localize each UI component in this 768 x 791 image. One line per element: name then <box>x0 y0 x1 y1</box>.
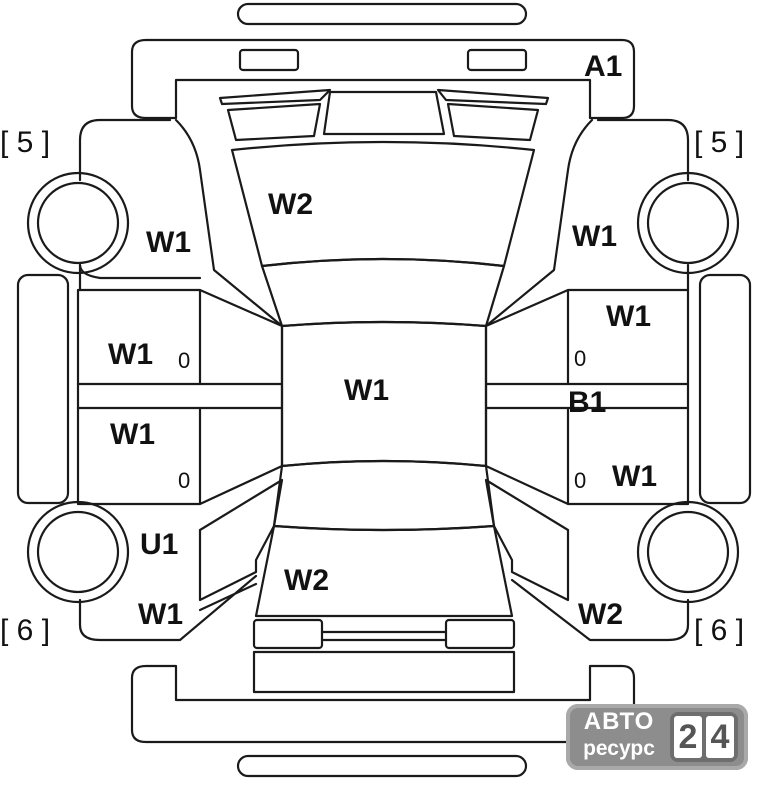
logo-text: АВТО ресурс <box>574 708 664 760</box>
label-quarter-right: W2 <box>578 598 623 631</box>
left-rear-quarter <box>78 478 284 642</box>
label-door-front-left: W1 <box>108 338 153 371</box>
wheel-front-left <box>26 171 130 275</box>
label-roof: W1 <box>344 374 389 407</box>
bracket-rear-left: [ 6 ] <box>0 614 50 647</box>
body-outline <box>78 118 690 328</box>
bracket-rear-right: [ 6 ] <box>694 614 744 647</box>
logo-line2: ресурс <box>583 737 655 760</box>
left-front-quarter <box>78 263 202 280</box>
side-skirt-right <box>698 273 752 505</box>
handle-front-right: 0 <box>574 346 586 371</box>
tail-light-right <box>444 618 516 650</box>
fog-light-left <box>238 48 300 72</box>
logo-digits: 2 4 <box>670 712 738 762</box>
rear-bumper-strip <box>236 754 528 778</box>
logo-digit-2: 4 <box>706 716 734 758</box>
rear-window <box>272 459 496 532</box>
handle-rear-right: 0 <box>574 468 586 493</box>
wheel-front-right <box>636 171 740 275</box>
label-quarter-left-lower: W1 <box>138 598 183 631</box>
fog-light-right <box>466 48 528 72</box>
left-door-panels <box>76 288 284 506</box>
label-trunk: W2 <box>284 564 329 597</box>
handle-rear-left: 0 <box>178 468 190 493</box>
front-bumper-strip <box>236 2 528 26</box>
label-door-front-right: W1 <box>606 300 651 333</box>
logo-digit-1: 2 <box>674 716 702 758</box>
wheel-rear-left <box>26 500 130 604</box>
rear-panel <box>252 630 516 694</box>
rear-bumper <box>130 664 636 744</box>
avtoresurs-logo: АВТО ресурс 2 4 <box>566 704 748 770</box>
label-pillar-right: B1 <box>568 386 606 419</box>
windshield-left <box>226 102 322 142</box>
label-fender-front-left: W1 <box>146 226 191 259</box>
windshield-right <box>446 102 540 142</box>
right-rear-quarter <box>484 478 690 642</box>
windshield-center <box>322 90 446 136</box>
label-quarter-left-upper: U1 <box>140 528 178 561</box>
cowl <box>260 257 506 328</box>
tail-light-left <box>252 618 324 650</box>
label-hood: W2 <box>268 188 313 221</box>
handle-front-left: 0 <box>178 348 190 373</box>
bracket-front-left: [ 5 ] <box>0 126 50 159</box>
label-a1: A1 <box>584 50 622 83</box>
bracket-front-right: [ 5 ] <box>694 126 744 159</box>
right-door-panels <box>484 288 690 506</box>
logo-line1: АВТО <box>583 708 655 735</box>
front-bumper <box>130 38 636 120</box>
windshield-trim-right <box>436 88 550 106</box>
label-door-rear-right: W1 <box>612 460 657 493</box>
label-door-rear-left: W1 <box>110 418 155 451</box>
windshield-trim <box>218 88 332 106</box>
wheel-rear-right <box>636 500 740 604</box>
label-fender-front-right: W1 <box>572 220 617 253</box>
side-skirt-left <box>16 273 70 505</box>
